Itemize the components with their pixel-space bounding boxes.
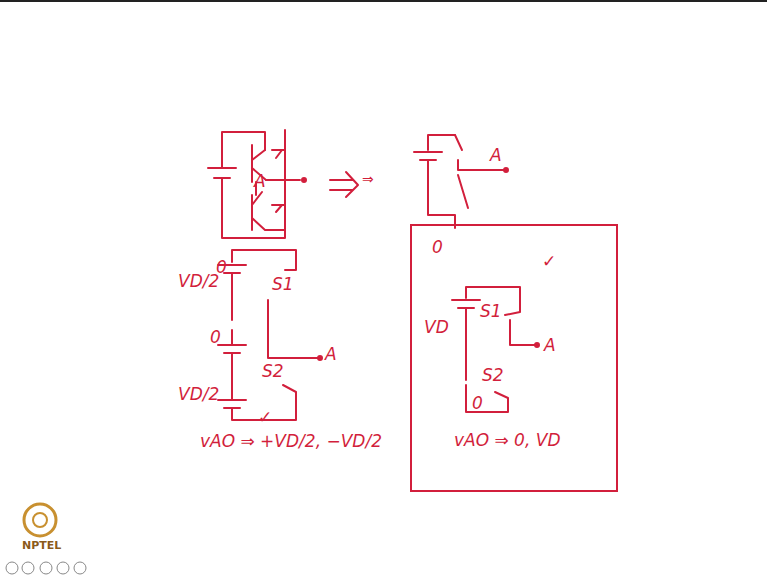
boxed-circuit: ✓ S1VD A S2 0 vAO ⇒ 0, VD bbox=[410, 224, 618, 492]
node-text: VD bbox=[424, 318, 449, 337]
switch-label: S2 bbox=[262, 362, 284, 381]
voltage-label: VD/2 bbox=[178, 272, 219, 291]
node-label: 0 bbox=[432, 238, 443, 257]
pin-label: A bbox=[325, 345, 337, 364]
node-label: 0 bbox=[210, 328, 221, 347]
node-text: 0 bbox=[472, 394, 483, 413]
arrow-symbol: ⇒ bbox=[362, 172, 374, 187]
equation: vAO ⇒ +VD/2, −VD/2 bbox=[200, 432, 382, 451]
pin-label: A bbox=[254, 172, 266, 191]
check-mark: ✓ bbox=[258, 408, 272, 427]
logo-text: NPTEL bbox=[22, 540, 61, 552]
node-text: A bbox=[544, 336, 556, 355]
voltage-label: VD/2 bbox=[178, 385, 219, 404]
node-text: vAO ⇒ 0, VD bbox=[454, 431, 560, 450]
switch-label: S1 bbox=[272, 275, 294, 294]
node-text: S2 bbox=[482, 366, 504, 385]
node-text: S1 bbox=[480, 302, 502, 321]
node-text: ✓ bbox=[542, 252, 556, 271]
pin-label: A bbox=[490, 146, 502, 165]
